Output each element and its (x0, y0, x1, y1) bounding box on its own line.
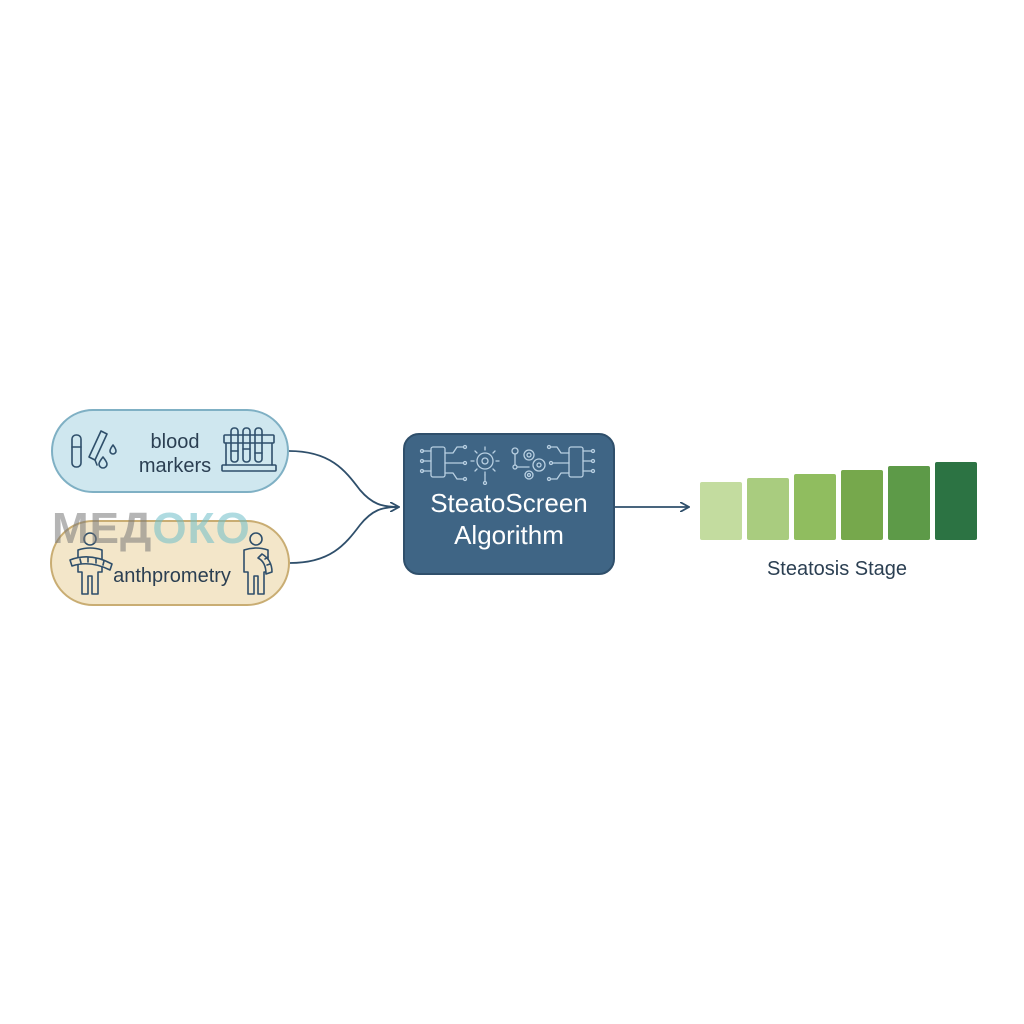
stage-bar-1 (700, 482, 742, 540)
watermark-part1: МЕД (52, 504, 153, 553)
stage-bar-6 (935, 462, 977, 540)
test-tube-drops-icon (71, 430, 117, 469)
stage-bar-3 (794, 474, 836, 540)
anthropometry-to-algorithm-connector (289, 506, 399, 564)
algorithm-icon-strip (419, 444, 596, 485)
stage-bar-2 (747, 478, 789, 540)
anthropometry-node: anthprometry (50, 520, 290, 606)
algorithm-title-line1: SteatoScreen (430, 488, 588, 518)
watermark-part2: ОКО (152, 504, 251, 553)
algorithm-title: SteatoScreen Algorithm (405, 487, 613, 551)
circuit-icon (546, 444, 596, 482)
blood-markers-label: blood markers (125, 430, 225, 478)
algorithm-title-line2: Algorithm (454, 520, 564, 550)
steatosis-stage-label: Steatosis Stage (766, 558, 908, 580)
person-measuring-tape-icon (243, 532, 273, 595)
blood-markers-line1: blood (150, 431, 200, 453)
gear-icon (511, 447, 546, 480)
blood-markers-line2: markers (138, 455, 212, 477)
watermark-logo: МЕДОКО (52, 505, 251, 553)
gear-icon (470, 446, 500, 485)
stage-bar-4 (841, 470, 883, 540)
test-tube-rack-icon (221, 427, 277, 472)
circuit-icon (419, 444, 468, 482)
person-measuring-tape-icon (69, 532, 113, 595)
blood-markers-node: blood markers (51, 409, 289, 493)
blood-to-algorithm-connector (288, 450, 398, 507)
steatoscreen-algorithm-node: SteatoScreen Algorithm (403, 433, 615, 575)
anthropometry-label: anthprometry (113, 565, 231, 587)
stage-bar-5 (888, 466, 930, 540)
